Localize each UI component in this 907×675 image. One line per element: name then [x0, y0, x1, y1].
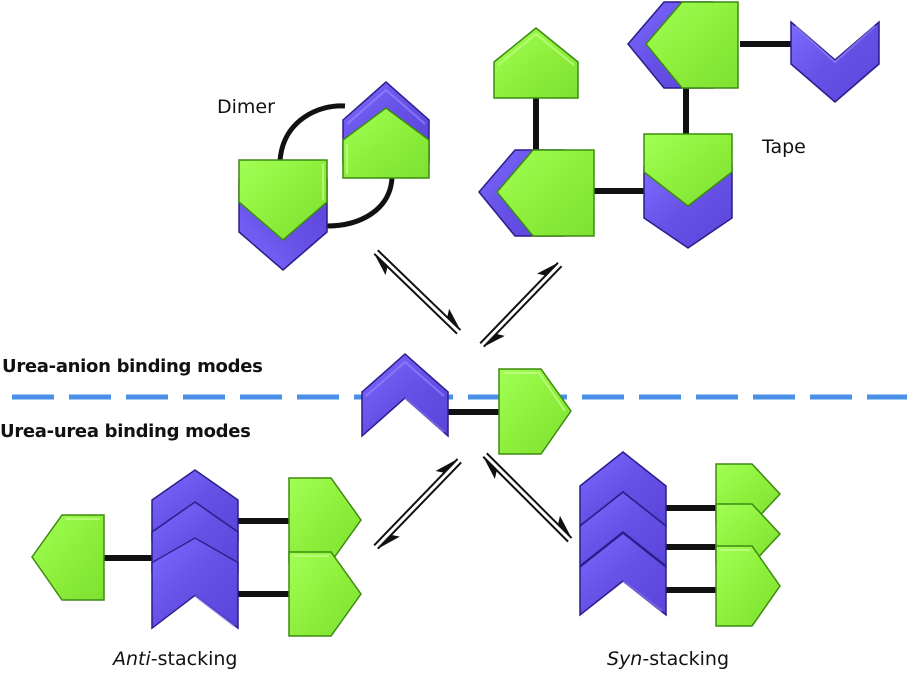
- anti-prefix: Anti: [113, 648, 151, 670]
- anti-stacking-group: [31, 469, 362, 637]
- syn-stacking-caption: Syn-stacking: [607, 648, 729, 670]
- equilibrium-arrow-dimer: [367, 243, 467, 341]
- syn-suffix: -stacking: [642, 648, 730, 670]
- equilibrium-arrow-anti: [367, 452, 468, 556]
- anti-pentagon-left: [31, 514, 105, 601]
- tape-pentagon-left-1: [496, 149, 595, 237]
- anti-chevron-3: [151, 537, 239, 630]
- syn-pentagon-3: [715, 545, 781, 627]
- anti-stacking-caption: Anti-stacking: [113, 648, 237, 670]
- tape-pentagon-down: [643, 133, 733, 207]
- dimer-label: Dimer: [217, 96, 275, 118]
- dimer-left-pentagon: [238, 159, 328, 241]
- equilibrium-arrow-tape: [473, 256, 569, 354]
- urea-urea-label: Urea-urea binding modes: [0, 421, 251, 442]
- tape-group: [478, 1, 880, 249]
- anti-pentagon-right-2: [288, 551, 362, 637]
- tape-label: Tape: [762, 136, 806, 158]
- tape-pentagon-left-2: [645, 1, 739, 89]
- anti-pentagon-right-1: [288, 477, 362, 563]
- anti-suffix: -stacking: [150, 648, 238, 670]
- dimer-right-pentagon: [342, 107, 430, 179]
- dimer-bond-top: [277, 103, 346, 163]
- urea-anion-label: Urea-anion binding modes: [2, 356, 263, 377]
- syn-prefix: Syn: [607, 648, 643, 670]
- equilibrium-arrow-syn: [476, 446, 579, 549]
- central-monomer: [361, 352, 572, 455]
- dimer-group: [238, 80, 430, 271]
- tape-pentagon-top: [493, 27, 579, 99]
- syn-stacking-group: [579, 451, 782, 627]
- central-pentagon: [498, 368, 572, 455]
- syn-chevron-2: [579, 491, 667, 568]
- central-chevron: [361, 352, 449, 438]
- dimer-bond-bottom: [326, 177, 395, 229]
- tape-chevron-right: [790, 20, 880, 103]
- syn-chevron-3: [579, 532, 667, 617]
